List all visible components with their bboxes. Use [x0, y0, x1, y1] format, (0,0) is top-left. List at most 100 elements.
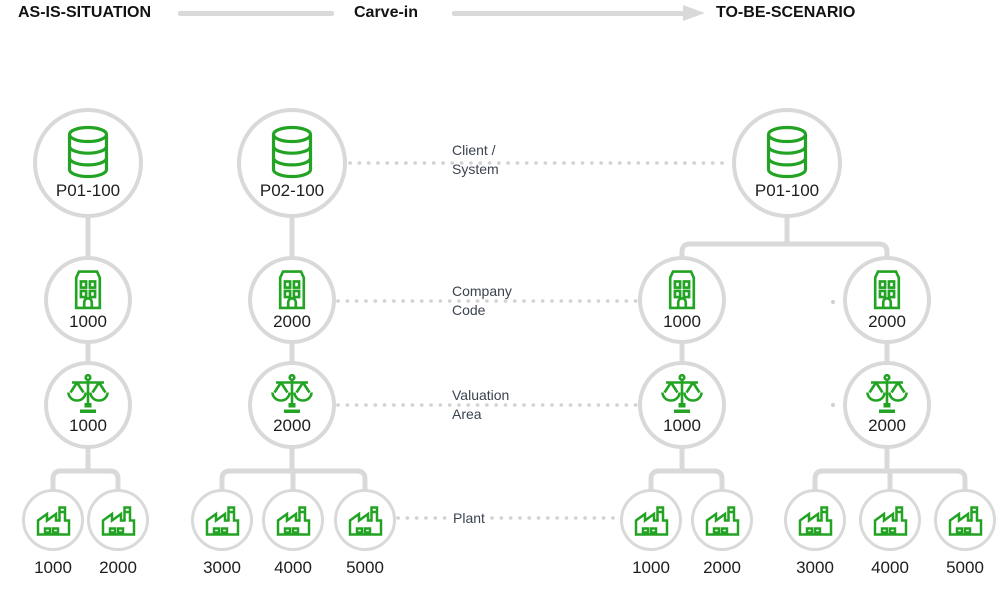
level-label-client-line2: System: [452, 161, 499, 177]
plant-label: 2000: [99, 558, 137, 577]
plant-label: 4000: [871, 558, 909, 577]
company-code-circle: 1000: [638, 256, 726, 344]
carve-in-title: Carve-in: [354, 4, 419, 21]
plant-circle: [784, 489, 846, 551]
plant-label: 3000: [796, 558, 834, 577]
factory-icon: [101, 505, 135, 536]
factory-icon: [36, 505, 70, 536]
level-dotted-lines: [336, 161, 729, 520]
tobe1-plant-node: 1000: [620, 489, 682, 578]
single-dots: [830, 299, 836, 408]
building-icon: [668, 269, 696, 309]
plant-label: 1000: [632, 558, 670, 577]
plant-circle: [191, 489, 253, 551]
tobe2-valuation-area-node: 2000: [843, 361, 931, 449]
asis2-client-node: P02-100: [237, 108, 347, 218]
company-code-circle: 2000: [843, 256, 931, 344]
company-code-label: 1000: [663, 311, 701, 331]
tobe2-company-code-node: 2000: [843, 256, 931, 344]
level-label-valuation-line2: Area: [452, 406, 482, 422]
plant-circle: [262, 489, 324, 551]
plant-circle: [691, 489, 753, 551]
plant-label: 4000: [274, 558, 312, 577]
plant-circle: [87, 489, 149, 551]
asis2-plant-node: 5000: [334, 489, 396, 578]
asis1-valuation-area-node: 1000: [44, 361, 132, 449]
asis2-company-code-node: 2000: [248, 256, 336, 344]
tree-connectors: [50, 215, 968, 491]
plant-circle: [934, 489, 996, 551]
tobe2-plant-node: 4000: [859, 489, 921, 578]
factory-icon: [873, 505, 907, 536]
plant-label: 5000: [346, 558, 384, 577]
plant-circle: [334, 489, 396, 551]
factory-icon: [348, 505, 382, 536]
scales-icon: [866, 374, 908, 413]
client-circle: P02-100: [237, 108, 347, 218]
company-code-circle: 1000: [44, 256, 132, 344]
level-label-company-line2: Code: [452, 302, 486, 318]
plant-circle: [22, 489, 84, 551]
plant-label: 3000: [203, 558, 241, 577]
factory-icon: [276, 505, 310, 536]
plant-label: 1000: [34, 558, 72, 577]
tobe-client-node: P01-100: [732, 108, 842, 218]
plant-label: 5000: [946, 558, 984, 577]
tobe2-plant-node: 3000: [784, 489, 846, 578]
asis1-plant-node: 2000: [87, 489, 149, 578]
scales-icon: [67, 374, 109, 413]
company-code-label: 2000: [273, 311, 311, 331]
plant-circle: [859, 489, 921, 551]
valuation-area-circle: 1000: [638, 361, 726, 449]
client-label: P01-100: [55, 181, 121, 200]
level-label-plant: Plant: [453, 509, 485, 528]
database-icon: [67, 125, 109, 179]
database-icon: [766, 125, 808, 179]
factory-icon: [798, 505, 832, 536]
building-icon: [278, 269, 306, 309]
as-is-title: AS-IS-SITUATION: [18, 4, 152, 21]
tobe2-plant-node: 5000: [934, 489, 996, 578]
carve-in-arrow-head-icon: [683, 5, 705, 21]
valuation-area-circle: 2000: [843, 361, 931, 449]
database-icon: [271, 125, 313, 179]
level-label-client-line1: Client /: [452, 142, 496, 158]
plant-circle: [620, 489, 682, 551]
valuation-area-label: 1000: [663, 416, 701, 435]
to-be-title: TO-BE-SCENARIO: [716, 4, 856, 21]
level-label-client: Client / System: [452, 141, 499, 179]
client-label: P02-100: [259, 181, 325, 200]
level-label-company-line1: Company: [452, 283, 512, 299]
tobe1-company-code-node: 1000: [638, 256, 726, 344]
level-label-valuation-line1: Valuation: [452, 387, 510, 403]
factory-icon: [634, 505, 668, 536]
asis2-plant-node: 4000: [262, 489, 324, 578]
asis1-client-node: P01-100: [33, 108, 143, 218]
client-circle: P01-100: [732, 108, 842, 218]
tobe1-valuation-area-node: 1000: [638, 361, 726, 449]
carve-in-arrow-shaft: [452, 11, 684, 16]
company-code-label: 1000: [69, 311, 107, 331]
factory-icon: [948, 505, 982, 536]
factory-icon: [205, 505, 239, 536]
valuation-area-label: 1000: [69, 416, 107, 435]
scales-icon: [661, 374, 703, 413]
client-circle: P01-100: [33, 108, 143, 218]
level-label-plant-line1: Plant: [453, 510, 485, 526]
transition-line: [178, 11, 334, 16]
asis1-plant-node: 1000: [22, 489, 84, 578]
company-code-label: 2000: [868, 311, 906, 331]
factory-icon: [705, 505, 739, 536]
valuation-area-label: 2000: [273, 416, 311, 435]
valuation-area-label: 2000: [868, 416, 906, 435]
asis2-valuation-area-node: 2000: [248, 361, 336, 449]
valuation-area-circle: 1000: [44, 361, 132, 449]
asis1-company-code-node: 1000: [44, 256, 132, 344]
asis2-plant-node: 3000: [191, 489, 253, 578]
valuation-area-circle: 2000: [248, 361, 336, 449]
tobe1-plant-node: 2000: [691, 489, 753, 578]
building-icon: [74, 269, 102, 309]
